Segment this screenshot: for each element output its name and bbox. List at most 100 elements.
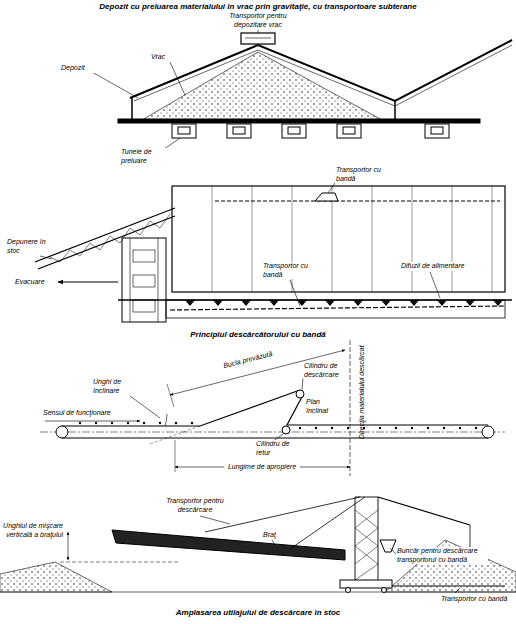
boom-cable (290, 497, 365, 549)
feeder (241, 300, 251, 306)
idler (79, 422, 81, 424)
bottom-conveyor (170, 306, 505, 310)
feeder (381, 300, 391, 306)
floor (118, 119, 480, 123)
section-caption: Principiul descărcătorului cu bandă (188, 330, 328, 340)
longitudinal-section (35, 183, 512, 322)
title: Depozit cu preluarea materialului în vra… (97, 2, 418, 12)
building (172, 186, 505, 292)
idler (379, 427, 381, 429)
tripper-principle (40, 340, 505, 476)
return-pulley (282, 426, 290, 434)
center-line (40, 432, 505, 433)
boom-cable (205, 497, 360, 532)
feeder (465, 300, 475, 306)
horizontal-reference (60, 562, 180, 563)
idler (475, 427, 477, 429)
feeder (493, 300, 503, 306)
part-label: Lungime de apropiere (224, 463, 300, 472)
idler (347, 427, 349, 429)
feeder (353, 300, 363, 306)
feeder (213, 300, 223, 306)
extension-line (167, 384, 174, 407)
part-label: Sensul de funcţionare (42, 409, 126, 418)
feeder (409, 300, 419, 306)
feeder (325, 300, 335, 306)
idler (299, 427, 301, 429)
feeder (297, 300, 307, 306)
part-label: Transportor pentru depozitare vrac (219, 12, 297, 29)
idler (427, 427, 429, 429)
part-label: Vrac (150, 53, 176, 62)
idlers (79, 422, 477, 429)
roof-inner (134, 45, 512, 106)
tower (355, 497, 378, 582)
leader-lines (130, 378, 303, 442)
tunnel (166, 300, 505, 318)
belt-return (62, 437, 488, 438)
angle-dimension (68, 532, 69, 560)
shaft-detail (130, 238, 158, 322)
direction-arrow (45, 421, 140, 422)
leader-lines (92, 30, 258, 152)
discharge-arrow (58, 282, 118, 283)
end-pulley (56, 426, 68, 438)
feeder (269, 300, 279, 306)
ground (0, 592, 516, 593)
wall (131, 98, 133, 121)
part-label: Depunere în stoc (6, 238, 50, 255)
boom (112, 530, 345, 560)
roof (130, 40, 512, 101)
idler (127, 422, 129, 424)
part-label: Unghiul de mişcare verticală a braţului (2, 522, 64, 539)
idler (315, 427, 317, 429)
idler (459, 427, 461, 429)
idler (95, 422, 97, 424)
part-label: Direcţia materialului descărcat (358, 340, 367, 444)
stacker-layout (0, 497, 516, 593)
part-label: Bucla prevăzută (219, 349, 277, 371)
caption: Amplasarea utilajului de descărcare în s… (174, 608, 343, 618)
part-label: Depozit (60, 64, 94, 73)
wall (394, 101, 396, 121)
belt (287, 395, 488, 425)
hopper (380, 540, 396, 552)
leader-lines (40, 183, 440, 306)
discharge-conveyor (378, 497, 470, 525)
part-label: Evacuare (14, 278, 54, 287)
discharge-axis (350, 340, 351, 476)
feeders (185, 300, 503, 306)
reclaim-tunnels (172, 124, 449, 138)
warehouse-section (92, 30, 512, 152)
idler (411, 427, 413, 429)
conveyor-belt (245, 38, 271, 39)
belt (62, 390, 300, 426)
part-label: Cilindru de retur (255, 440, 293, 457)
angle-arc (165, 414, 167, 426)
part-label: Transportor cu bandă (262, 262, 314, 279)
shaft (122, 238, 166, 322)
part-label: Plan înclinat (305, 398, 345, 415)
idler (175, 422, 177, 424)
idler (159, 422, 161, 424)
idler (331, 427, 333, 429)
wheel (346, 588, 351, 593)
top-conveyor (215, 201, 500, 202)
part-label: Braţ (262, 531, 282, 540)
stacking-conveyor (241, 33, 275, 44)
building-ribs (212, 186, 492, 292)
feeder (185, 300, 195, 306)
part-label: Transportor pentru descărcare (162, 497, 228, 514)
part-label: Buncăr pentru descărcare transportorul c… (396, 547, 488, 564)
discharge-pulley (296, 390, 304, 398)
feeder (437, 300, 447, 306)
trolley (340, 580, 392, 588)
stockpile (385, 540, 516, 592)
end-pulley (482, 426, 494, 438)
part-label: Unghi de înclinare (92, 378, 136, 395)
wheel (382, 588, 387, 593)
belt-conveyor (392, 585, 505, 586)
idler (191, 422, 193, 424)
part-label: Transportor cu bandă (440, 595, 514, 604)
